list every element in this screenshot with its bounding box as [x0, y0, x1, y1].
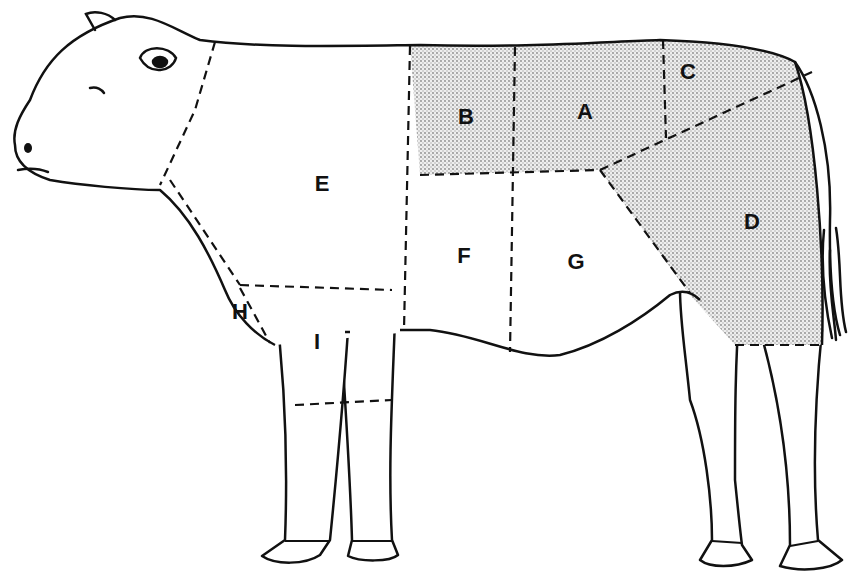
part-label: C — [678, 60, 698, 84]
part-label: I — [312, 330, 322, 354]
part-label: H — [230, 300, 250, 324]
shaded-region — [410, 40, 823, 345]
part-label: A — [575, 100, 595, 124]
cow-head-details — [18, 12, 176, 172]
nostril — [24, 143, 32, 153]
cow-tail — [795, 62, 846, 340]
cow-body — [14, 16, 822, 356]
part-label: D — [742, 210, 762, 234]
part-label: B — [456, 105, 476, 129]
cut-lines — [160, 40, 822, 405]
hoof-lines — [285, 541, 818, 546]
cow-outline — [14, 16, 822, 356]
part-label: F — [455, 244, 472, 268]
part-label: E — [313, 172, 332, 196]
part-label: G — [565, 250, 586, 274]
